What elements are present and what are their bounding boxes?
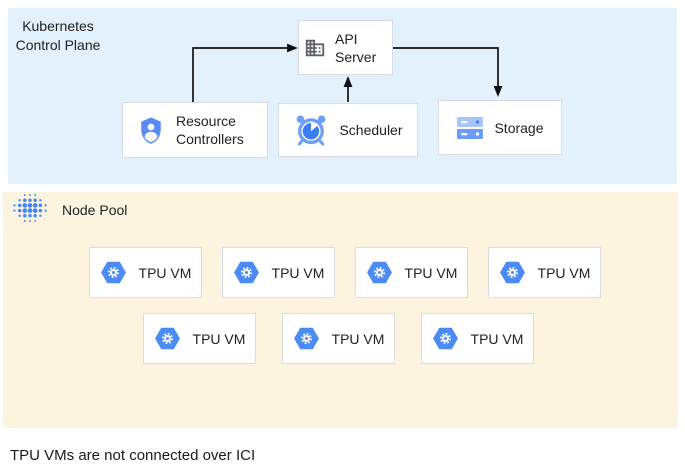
hexagon-gear-icon — [366, 261, 392, 284]
storage-label: Storage — [494, 119, 544, 136]
scheduler-label: Scheduler — [339, 122, 403, 138]
tpu-vm-label: TPU VM — [271, 264, 325, 281]
building-icon — [305, 39, 325, 56]
resource-controllers-label: Resource Controllers — [176, 113, 244, 147]
dot-grid-icon — [13, 194, 47, 222]
tpu-vm-label: TPU VM — [470, 330, 524, 347]
tpu-vm-label: TPU VM — [331, 330, 385, 347]
storage-node: Storage — [438, 100, 562, 155]
tpu-vm-node-6: TPU VM — [282, 313, 395, 364]
control-plane-title: Kubernetes Control Plane — [15, 18, 101, 53]
tpu-vm-label: TPU VM — [192, 330, 246, 347]
api-server-node: API Server — [298, 20, 393, 75]
resource-controllers-node: Resource Controllers — [122, 102, 268, 158]
api-server-label: API Server — [335, 30, 377, 65]
footer-note: TPU VMs are not connected over ICI — [10, 447, 256, 464]
node-pool-panel — [3, 192, 678, 428]
tpu-vm-node-4: TPU VM — [488, 247, 601, 298]
alarm-clock-icon — [297, 115, 326, 146]
tpu-vm-label: TPU VM — [404, 264, 458, 281]
tpu-vm-node-3: TPU VM — [355, 247, 468, 298]
hexagon-gear-icon — [499, 261, 525, 284]
shield-user-icon — [141, 117, 161, 144]
stacked-disks-icon — [457, 116, 484, 139]
hexagon-gear-icon — [100, 261, 126, 284]
tpu-vm-node-5: TPU VM — [143, 313, 256, 364]
hexagon-gear-icon — [154, 327, 180, 350]
tpu-vm-node-7: TPU VM — [421, 313, 534, 364]
tpu-vm-node-1: TPU VM — [89, 247, 202, 298]
tpu-vm-label: TPU VM — [138, 264, 192, 281]
hexagon-gear-icon — [432, 327, 458, 350]
hexagon-gear-icon — [293, 327, 319, 350]
scheduler-node: Scheduler — [278, 103, 418, 157]
node-pool-title: Node Pool — [62, 202, 128, 218]
tpu-vm-node-2: TPU VM — [222, 247, 335, 298]
tpu-vm-label: TPU VM — [537, 264, 591, 281]
hexagon-gear-icon — [233, 261, 259, 284]
